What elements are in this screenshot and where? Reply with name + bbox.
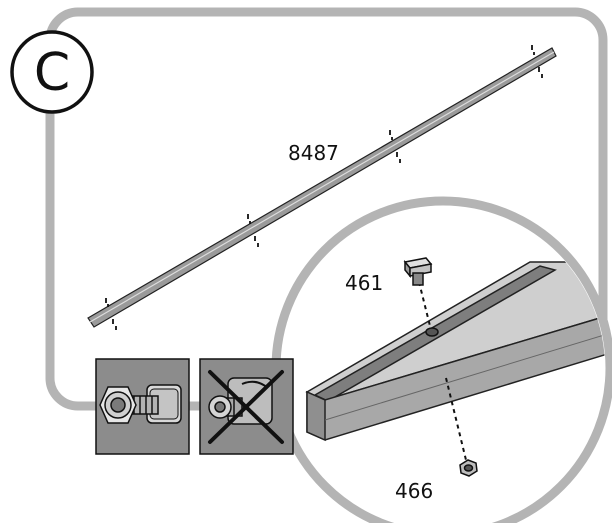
nut-466-icon [459,459,478,477]
correct-assembly-thumbnail [95,358,190,455]
cross-mark-icon [208,370,284,444]
nut-alignment-line [445,377,467,461]
hole-marker [389,130,401,163]
nut-part-number: 466 [395,479,433,503]
rail-8487 [87,47,557,328]
hole-marker [105,298,117,330]
hole-marker [531,45,543,78]
bolt-with-square-nut-icon [99,384,182,424]
rail-part-number: 8487 [288,141,339,165]
bolt-461-icon [403,257,433,286]
callout-contents [305,257,605,477]
bolt-part-number: 461 [345,271,383,295]
step-badge: C [10,30,94,114]
hole-markers [105,45,543,330]
rail-hole [425,327,439,337]
hole-marker [247,214,259,247]
step-letter: C [34,43,70,103]
incorrect-assembly-thumbnail [199,358,294,455]
